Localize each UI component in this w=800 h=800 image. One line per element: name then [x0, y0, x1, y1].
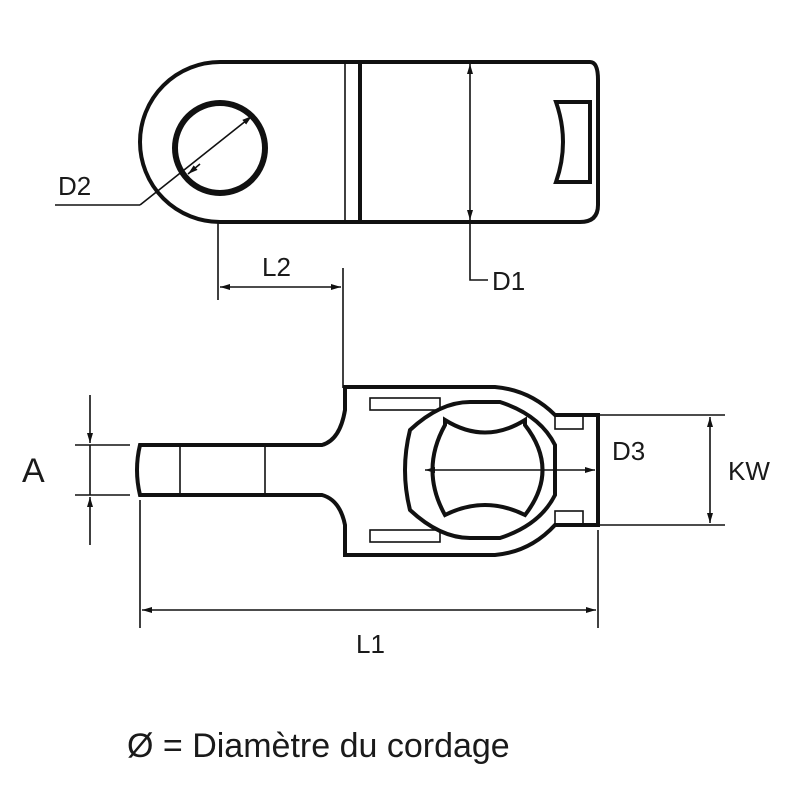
- section-view: D3 KW A L1: [22, 385, 770, 659]
- d1-leader: [469, 222, 488, 281]
- l2-label: L2: [262, 252, 291, 282]
- end-slot-bottom: [554, 510, 584, 526]
- d2-arrow-back: [187, 163, 201, 175]
- end-slot-top: [554, 414, 584, 430]
- top-view: D2 D1 L2: [55, 60, 600, 388]
- section-body: [135, 385, 600, 557]
- thread-area: [179, 444, 266, 496]
- d2-arrow: [139, 115, 253, 206]
- d2-label: D2: [58, 171, 91, 201]
- caption: Ø = Diamètre du cordage: [127, 727, 510, 765]
- wedge-insert: [430, 416, 545, 518]
- a-label: A: [22, 452, 45, 490]
- kw-label: KW: [728, 456, 770, 486]
- pin-slot-bottom: [369, 529, 441, 543]
- eye-hole: [172, 100, 268, 196]
- wedge-cavity: [403, 400, 557, 540]
- wedge-slot: [553, 100, 592, 184]
- d3-label: D3: [612, 436, 645, 466]
- d1-label: D1: [492, 266, 525, 296]
- pin-slot-top: [369, 397, 441, 411]
- top-body-outline: [138, 60, 600, 224]
- l1-label: L1: [356, 629, 385, 659]
